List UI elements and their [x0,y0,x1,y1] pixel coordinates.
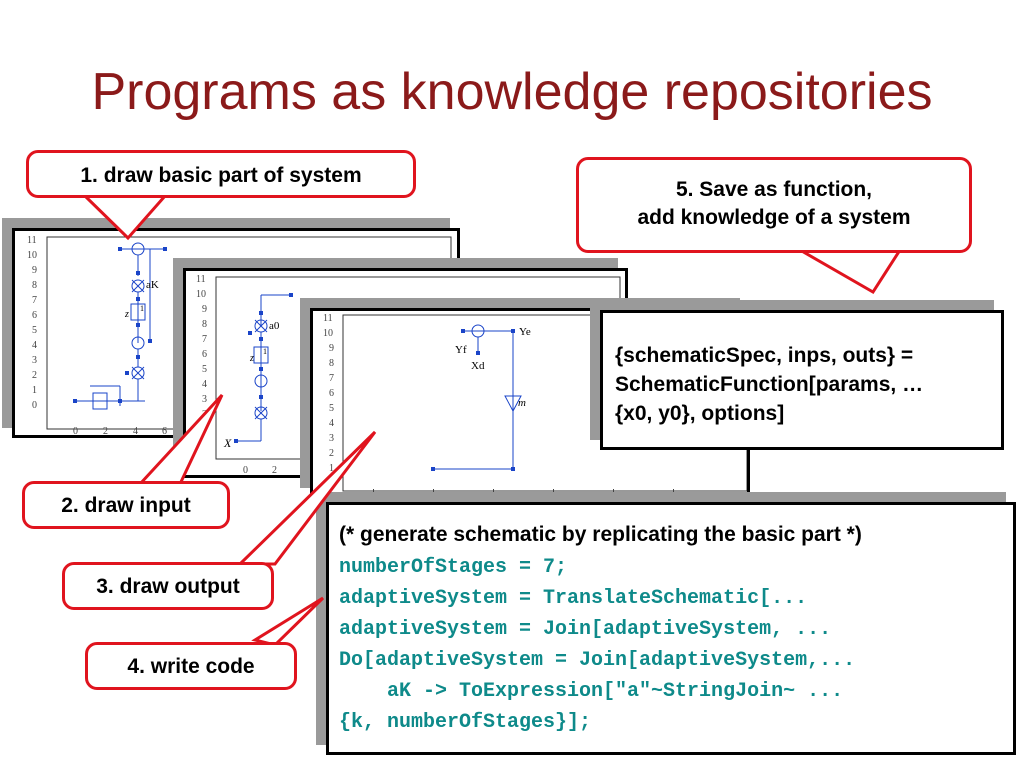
schematic-drawing-1 [75,242,165,410]
y-tick: 1 [329,463,334,474]
code-line: aK -> ToExpression["a"~StringJoin~ ... [339,680,844,703]
code-line: Do[adaptiveSystem = Join[adaptiveSystem,… [339,649,856,672]
y-tick: 10 [323,328,333,339]
formula-line: SchematicFunction[params, … [615,373,924,396]
code-comment: (* generate schematic by replicating the… [339,523,862,546]
label-aK: aK [146,279,159,291]
pointer-step5 [794,248,903,295]
y-tick: 5 [329,403,334,414]
formula-line: {x0, y0}, options] [615,402,785,425]
y-tick: 11 [27,235,37,246]
label-z: z [124,309,129,320]
schematic-drawing-3 [433,324,522,470]
y-tick: 5 [202,364,207,375]
y-tick: 8 [32,280,37,291]
x-tick: 2 [272,465,277,475]
y-tick: 4 [32,340,37,351]
label-Xd: Xd [471,360,485,372]
pointer-step3 [236,430,377,566]
callout-step4-text: 4. write code [127,655,255,678]
y-tick: 1 [32,385,37,396]
y-tick: 4 [202,379,207,390]
y-tick: 8 [202,319,207,330]
label-Ye: Ye [519,326,531,338]
x-tick: 6 [162,426,167,435]
callout-step3-text: 3. draw output [96,575,240,598]
y-tick: 6 [32,310,37,321]
pointer-step2 [136,393,224,486]
x-tick: 0 [73,426,78,435]
x-tick: 0 [243,465,248,475]
y-tick: 3 [329,433,334,444]
x-axis-ticks: 0 2 4 6 [73,426,167,437]
y-tick: 10 [196,289,206,300]
label-a0: a0 [269,320,280,332]
y-tick: 11 [323,313,333,324]
y-tick: 6 [202,349,207,360]
x-tick: 4 [133,426,138,435]
y-tick: 9 [329,343,334,354]
x-axis-tick-marks [373,489,674,493]
y-tick: 0 [32,400,37,411]
label-one: 1 [263,347,267,356]
callout-step3: 3. draw output [62,562,274,610]
y-tick: 7 [32,295,37,306]
schematic-nodes-3 [431,329,515,471]
code-line: {k, numberOfStages}]; [339,711,592,734]
label-m: m [518,397,526,409]
formula-line: {schematicSpec, inps, outs} = [615,344,914,367]
callout-step5-line1: 5. Save as function, [675,178,873,201]
x-axis-ticks: 0 2 4 [243,465,306,476]
callout-step5-line2: add knowledge of a system [637,206,911,229]
y-axis-ticks: 11 10 9 8 7 6 5 4 3 2 1 0 [27,235,37,411]
schematic-nodes-1 [73,247,167,403]
y-tick: 4 [329,418,334,429]
y-tick: 9 [32,265,37,276]
slide-title: Programs as knowledge repositories [91,63,933,121]
callout-step5: 5. Save as function, add knowledge of a … [576,157,972,253]
callout-step4: 4. write code [85,642,297,690]
code-line: numberOfStages = 7; [339,556,568,579]
schematic-plot-3: 11 10 9 8 7 6 5 4 3 2 1 0 [323,313,748,493]
y-tick: 3 [32,355,37,366]
y-tick: 8 [329,358,334,369]
y-tick: 2 [32,370,37,381]
callout-step2-text: 2. draw input [61,494,191,517]
schematic-nodes-2 [234,293,293,443]
y-tick: 7 [202,334,207,345]
x-tick: 4 [301,465,306,475]
y-tick: 2 [329,448,334,459]
label-Yf: Yf [455,344,467,356]
y-tick: 11 [196,274,206,285]
y-tick: 10 [27,250,37,261]
label-z: z [249,353,254,364]
code-line: adaptiveSystem = Join[adaptiveSystem, ..… [339,618,832,641]
pointer-step1 [81,194,169,241]
y-tick: 6 [329,388,334,399]
y-tick: 7 [329,373,334,384]
y-tick: 3 [202,394,207,405]
y-tick: 9 [202,304,207,315]
callout-step1: 1. draw basic part of system [26,150,416,198]
label-one: 1 [140,304,144,313]
y-tick: 5 [32,325,37,336]
callout-step2: 2. draw input [22,481,230,529]
function-signature-box: {schematicSpec, inps, outs} = SchematicF… [600,310,1004,450]
label-X: X [223,436,232,450]
code-line: adaptiveSystem = TranslateSchematic[... [339,587,808,610]
callout-step1-text: 1. draw basic part of system [80,164,362,187]
code-box[interactable]: (* generate schematic by replicating the… [326,502,1016,755]
x-tick: 2 [103,426,108,435]
